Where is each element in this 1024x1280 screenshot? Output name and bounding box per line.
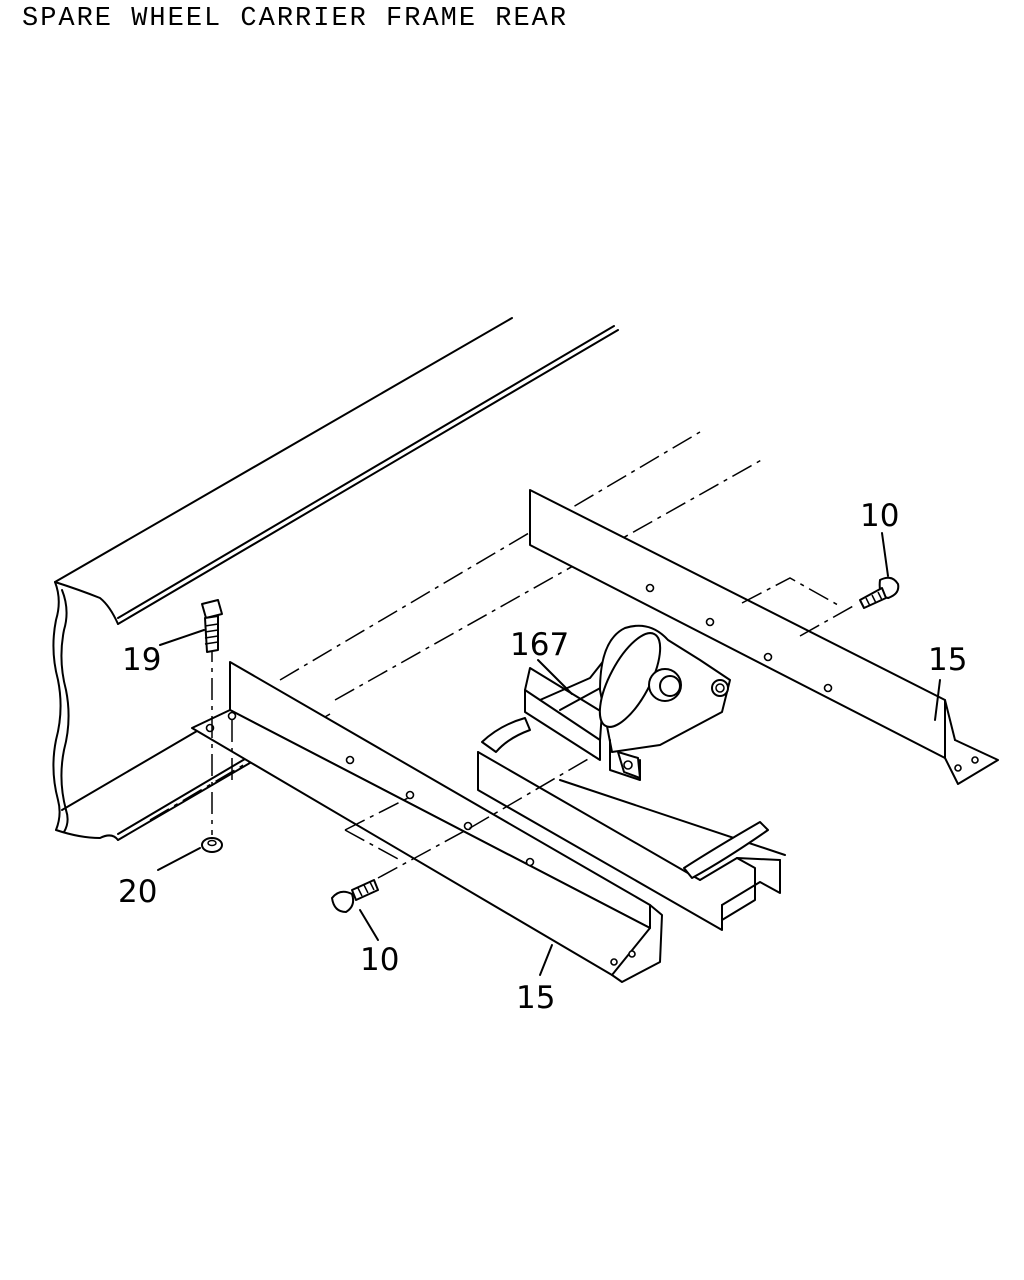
bracket-right (529, 489, 999, 785)
callout-10-left: 10 (360, 942, 399, 978)
spare-wheel-carrier-winch (524, 624, 731, 781)
callout-10-right: 10 (860, 498, 899, 534)
callout-167: 167 (510, 627, 569, 663)
bolt-19 (201, 599, 223, 653)
bracket-left (191, 640, 663, 983)
nut-20 (201, 837, 223, 853)
callout-20: 20 (118, 874, 157, 910)
cross-member (477, 717, 786, 931)
leader-lines (157, 532, 941, 976)
diagram-title: SPARE WHEEL CARRIER FRAME REAR (22, 4, 569, 34)
callout-15-left: 15 (516, 980, 555, 1016)
bolt-10-right (859, 576, 900, 609)
callout-15-right: 15 (928, 642, 967, 678)
bolt-10-left (331, 879, 379, 913)
callout-19: 19 (122, 642, 161, 678)
